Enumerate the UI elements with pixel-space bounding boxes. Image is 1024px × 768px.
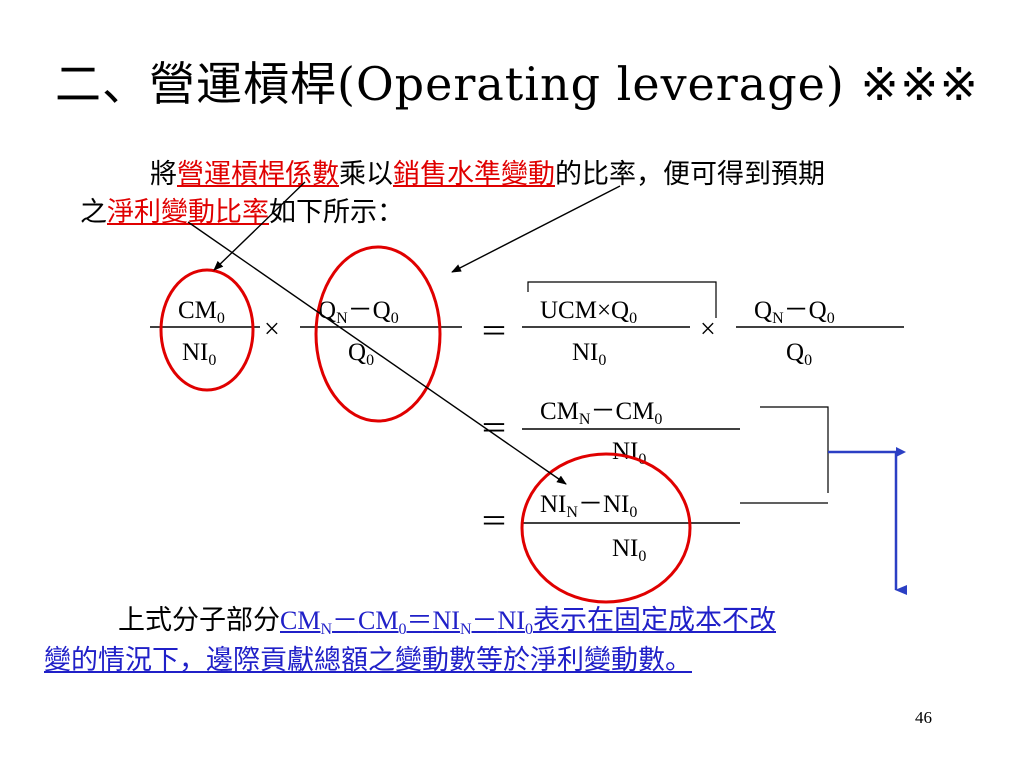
frac-ni-change-numerator: NIN－NI0: [540, 491, 638, 521]
frac-q2-numerator: QN－Q0: [754, 297, 835, 327]
arrow-coefficient-to-cm0: [213, 181, 306, 271]
conclusion-equation: CMN－CM0＝NIN－NI0: [280, 606, 533, 638]
page-number: 46: [915, 708, 932, 727]
intro-line-1: 將營運槓桿係數乘以銷售水準變動的比率，便可得到預期: [150, 159, 825, 190]
conclusion-line-2: 變的情況下，邊際貢獻總額之變動數等於淨利變動數。: [44, 645, 692, 676]
frac-q-numerator: QN－Q0: [318, 297, 399, 327]
conclusion-line-1: 上式分子部分CMN－CM0＝NIN－NI0表示在固定成本不改: [118, 605, 776, 638]
circle-ni-fraction: [520, 452, 692, 604]
times-sign-1: ×: [264, 314, 280, 345]
slide-title: 二、營運槓桿(Operating leverage) ※※※: [55, 57, 980, 111]
frac-ni-change-denominator: NI0: [612, 535, 647, 565]
term-leverage-coefficient: 營運槓桿係數: [177, 159, 339, 190]
frac-ucm-denominator: NI0: [572, 339, 607, 369]
frac-q-denominator: Q0: [348, 339, 375, 369]
blue-connector: [828, 450, 907, 595]
arrow-sales-to-q: [451, 185, 621, 273]
circle-q-fraction: [314, 245, 442, 423]
arrow-netincome-to-ni: [187, 221, 567, 485]
frac-cm0-denominator: NI0: [182, 339, 217, 369]
circle-cm0-fraction: [159, 268, 255, 392]
frac-ucm-numerator: UCM×Q0: [540, 297, 638, 327]
conclusion-line-1-tail: 表示在固定成本不改: [532, 605, 776, 636]
equals-sign-1: ＝: [480, 317, 509, 348]
blue-connector-tip: [896, 447, 906, 457]
times-sign-2: ×: [700, 314, 716, 345]
ucm-box: [527, 281, 717, 318]
equals-sign-2: ＝: [480, 414, 509, 445]
frac-q2-denominator: Q0: [786, 339, 813, 369]
frac-cm0-numerator: CM0: [178, 297, 225, 327]
right-bracket: [760, 406, 829, 493]
equals-sign-3: ＝: [480, 507, 509, 538]
term-sales-change: 銷售水準變動: [393, 159, 555, 190]
frac-cm-change-numerator: CMN－CM0: [540, 398, 663, 428]
